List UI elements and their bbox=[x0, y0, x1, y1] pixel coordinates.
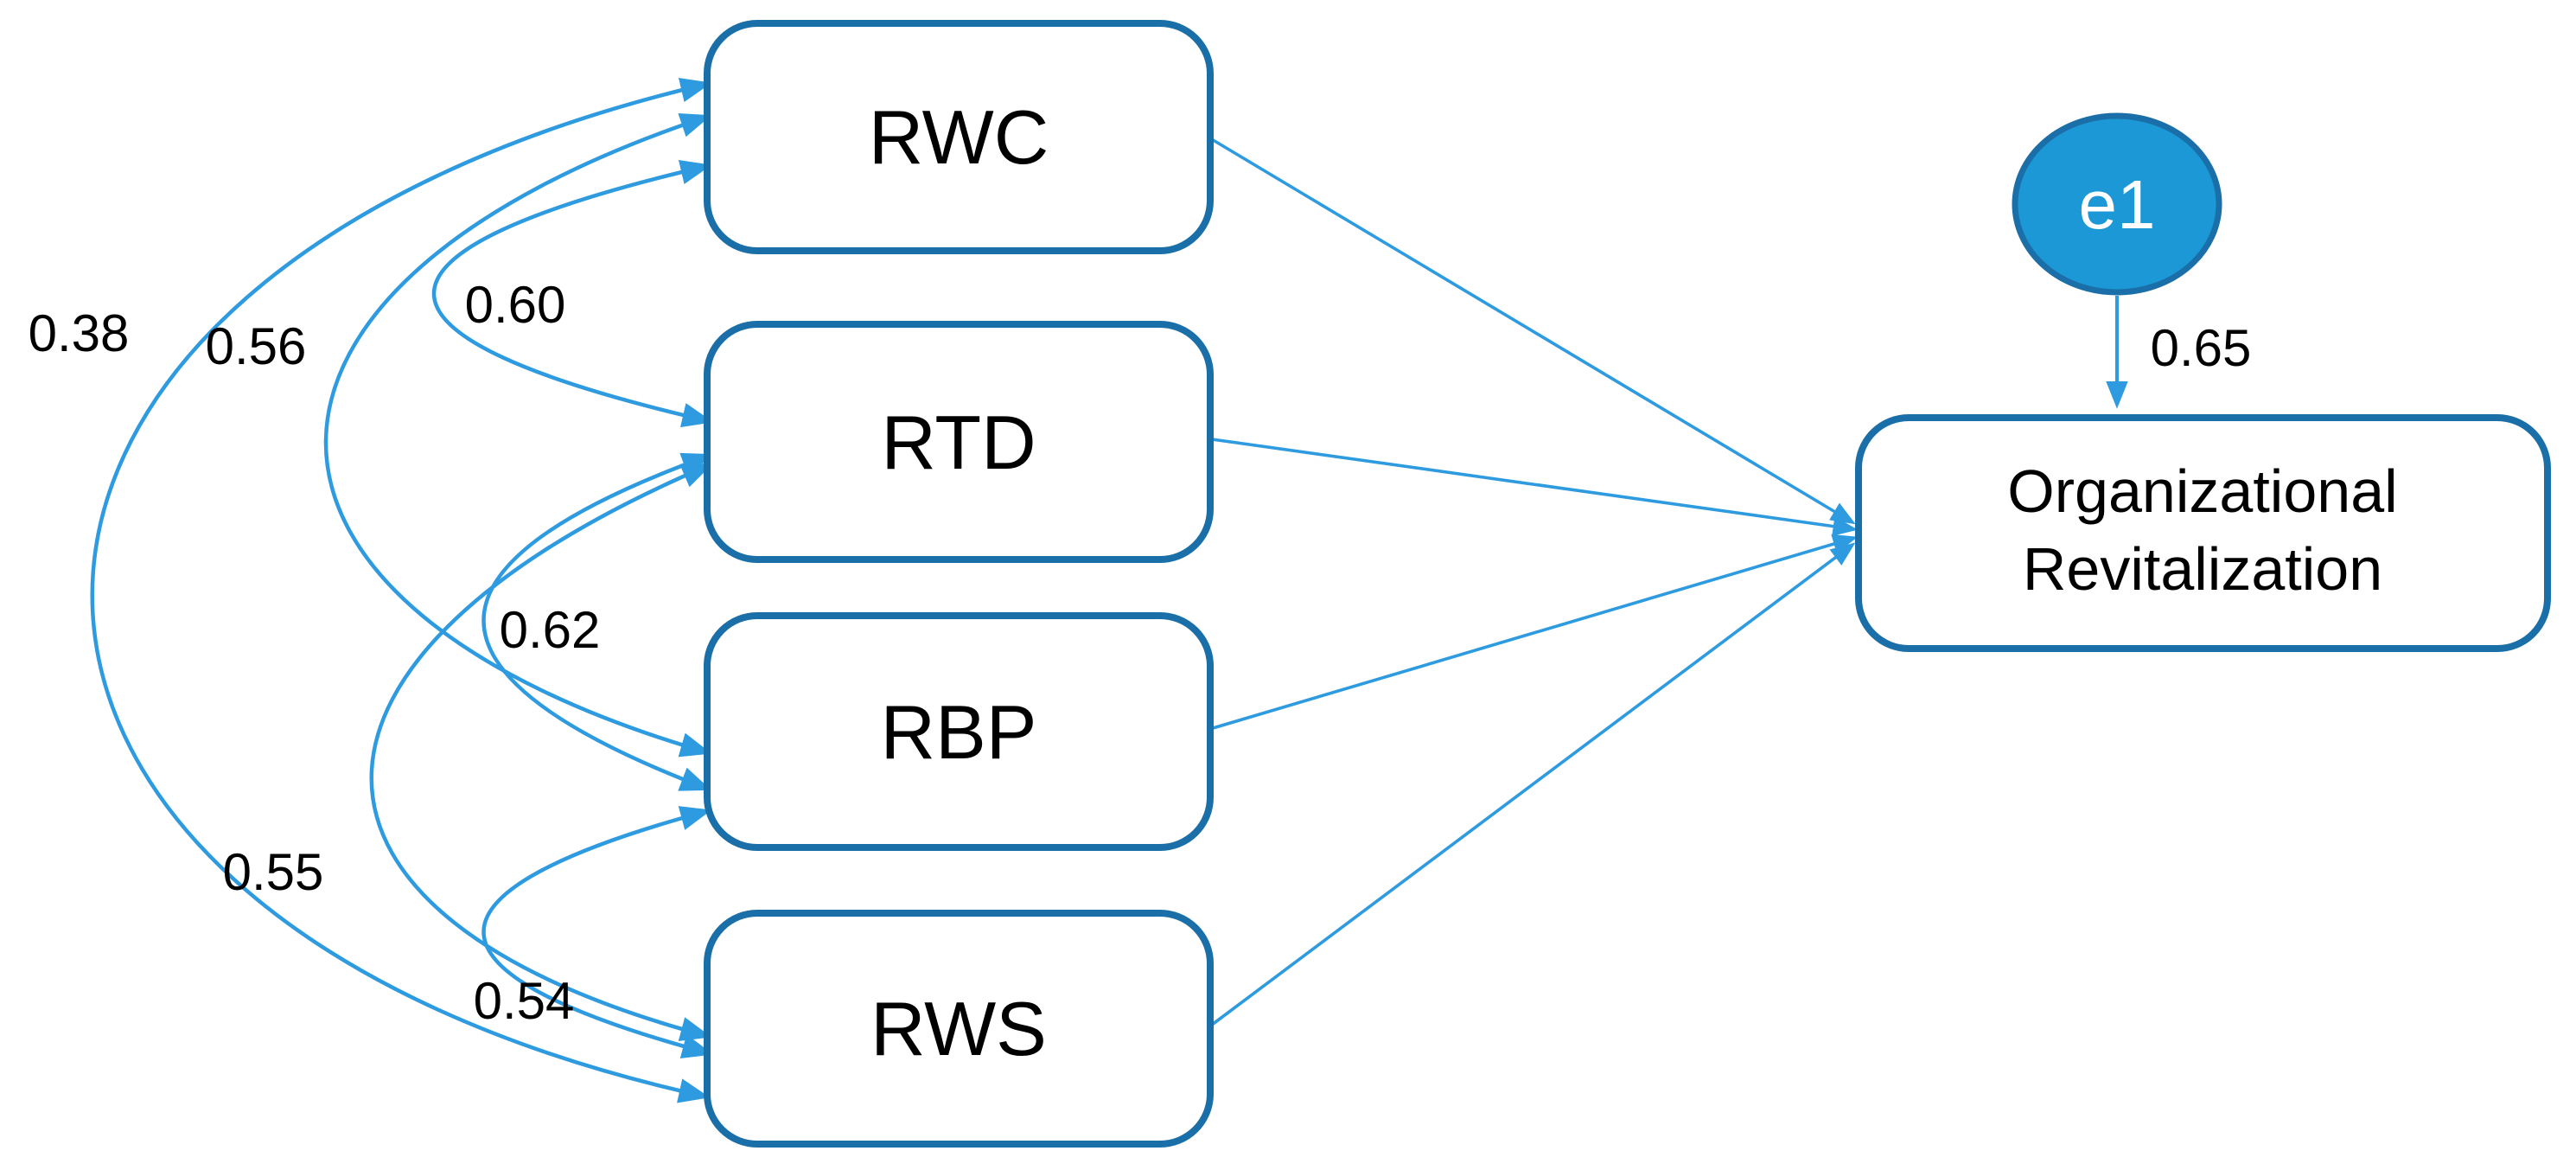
covariance-value-rwc-rbp: 0.56 bbox=[206, 317, 307, 375]
covariance-arc-rbp-rws bbox=[481, 806, 714, 1058]
node-outcome bbox=[1855, 414, 2551, 652]
covariance-arc-rwc-rbp bbox=[324, 112, 712, 758]
node-outcome-label-line1: Organizational bbox=[2007, 457, 2397, 525]
covariance-value-rwc-rws: 0.38 bbox=[29, 304, 130, 362]
covariance-arc-rwc-rws bbox=[90, 78, 712, 1103]
covariance-arc-rtd-rws bbox=[369, 463, 713, 1042]
path-rtd-to-outcome bbox=[1211, 438, 1859, 537]
node-rws bbox=[704, 910, 1214, 1148]
node-rwc bbox=[704, 20, 1214, 254]
covariance-value-rtd-rbp: 0.62 bbox=[500, 601, 601, 659]
covariance-value-rbp-rws: 0.54 bbox=[474, 972, 575, 1030]
node-rtd-label: RTD bbox=[881, 400, 1036, 485]
node-rws-label: RWS bbox=[870, 986, 1047, 1071]
node-e1-error-term bbox=[2012, 112, 2222, 296]
node-e1-label: e1 bbox=[2079, 166, 2156, 243]
node-rwc-label: RWC bbox=[869, 94, 1049, 180]
node-rtd bbox=[704, 321, 1214, 563]
error-path-value: 0.65 bbox=[2151, 319, 2252, 377]
path-rws-to-outcome bbox=[1210, 542, 1856, 1026]
node-outcome-label-line2: Revitalization bbox=[2023, 535, 2382, 603]
node-rbp-label: RBP bbox=[881, 689, 1037, 775]
node-rbp bbox=[704, 612, 1214, 851]
covariance-value-rtd-rws: 0.55 bbox=[223, 843, 324, 901]
covariance-arc-rtd-rbp bbox=[481, 452, 714, 791]
covariance-arc-rwc-rtd bbox=[431, 159, 714, 428]
path-rbp-to-outcome bbox=[1203, 534, 1859, 732]
path-rwc-to-outcome bbox=[1209, 137, 1856, 525]
covariance-value-rwc-rtd: 0.60 bbox=[465, 276, 566, 334]
